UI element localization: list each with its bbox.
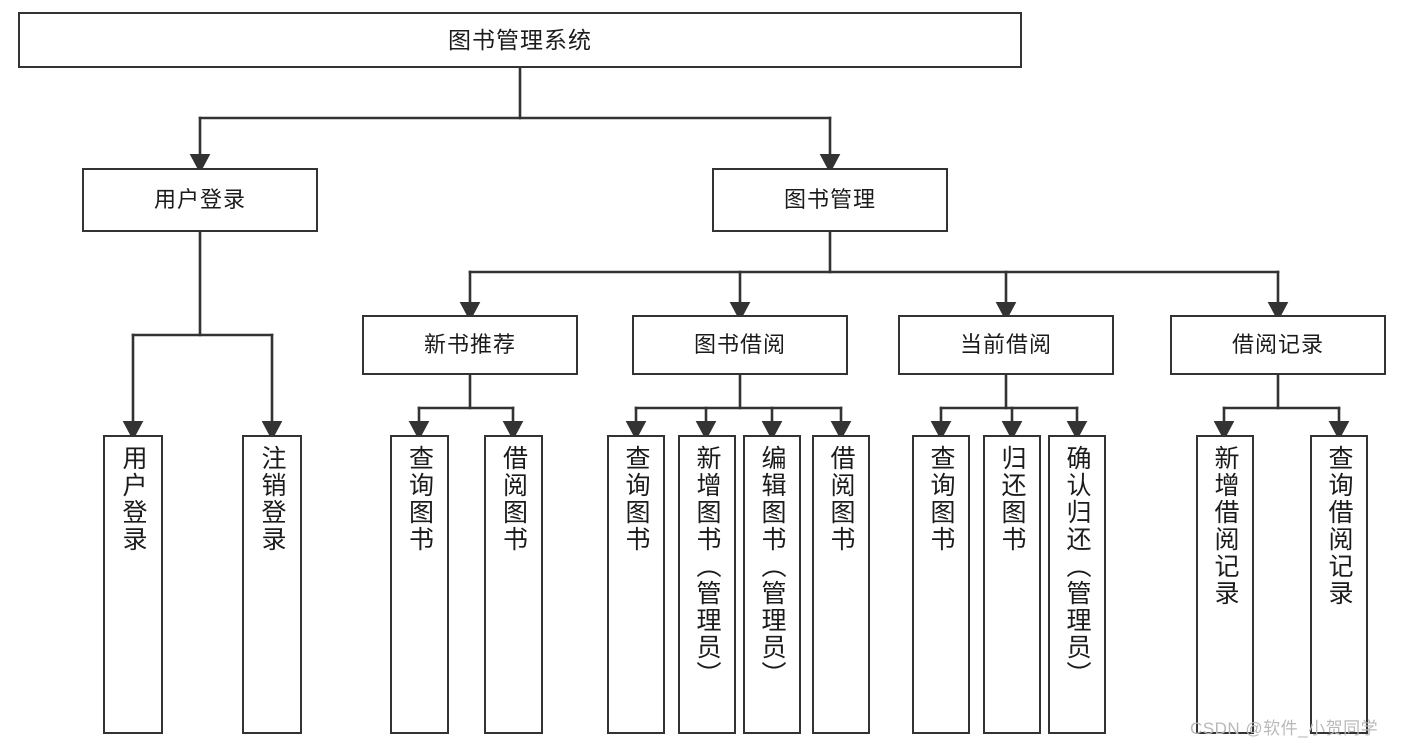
leaf-current-confirm-return-admin[interactable]: 确认归还（管理员）	[1048, 435, 1106, 734]
leaf-borrow-add-book-admin[interactable]: 新增图书（管理员）	[678, 435, 736, 734]
leaf-recommend-borrow-book[interactable]: 借阅图书	[484, 435, 543, 734]
leaf-borrow-borrow-book[interactable]: 借阅图书	[812, 435, 870, 734]
leaf-record-query-record[interactable]: 查询借阅记录	[1310, 435, 1368, 734]
node-label: 查询图书	[927, 445, 955, 553]
node-label: 归还图书	[998, 445, 1026, 553]
node-label: 新增借阅记录	[1211, 445, 1239, 607]
node-label: 查询图书	[622, 445, 650, 553]
leaf-current-query-book[interactable]: 查询图书	[912, 435, 970, 734]
node-label: 查询借阅记录	[1325, 445, 1353, 607]
leaf-current-return-book[interactable]: 归还图书	[983, 435, 1041, 734]
node-label: 借阅图书	[499, 445, 528, 553]
leaf-borrow-edit-book-admin[interactable]: 编辑图书（管理员）	[743, 435, 801, 734]
node-label: 新增图书（管理员）	[693, 445, 721, 688]
node-label: 借阅记录	[1231, 331, 1324, 357]
node-book-management[interactable]: 图书管理	[712, 168, 948, 232]
node-root-system[interactable]: 图书管理系统	[18, 12, 1022, 68]
node-label: 图书管理系统	[448, 26, 592, 53]
node-borrow-record[interactable]: 借阅记录	[1170, 315, 1386, 375]
node-label: 图书管理	[783, 186, 876, 212]
leaf-record-add-record[interactable]: 新增借阅记录	[1196, 435, 1254, 734]
node-label: 注销登录	[258, 445, 286, 553]
node-label: 确认归还（管理员）	[1063, 445, 1091, 688]
node-label: 查询图书	[405, 445, 434, 553]
node-new-book-recommend[interactable]: 新书推荐	[362, 315, 578, 375]
leaf-recommend-query-book[interactable]: 查询图书	[390, 435, 449, 734]
node-current-borrow[interactable]: 当前借阅	[898, 315, 1114, 375]
leaf-user-login[interactable]: 用户登录	[103, 435, 163, 734]
node-label: 借阅图书	[827, 445, 855, 553]
node-user-login[interactable]: 用户登录	[82, 168, 318, 232]
leaf-logout[interactable]: 注销登录	[242, 435, 302, 734]
node-label: 编辑图书（管理员）	[758, 445, 786, 688]
node-label: 用户登录	[153, 186, 246, 212]
node-label: 当前借阅	[959, 331, 1052, 357]
node-label: 新书推荐	[423, 331, 516, 357]
node-label: 用户登录	[119, 445, 147, 553]
leaf-borrow-query-book[interactable]: 查询图书	[607, 435, 665, 734]
node-label: 图书借阅	[693, 331, 786, 357]
node-book-borrow[interactable]: 图书借阅	[632, 315, 848, 375]
